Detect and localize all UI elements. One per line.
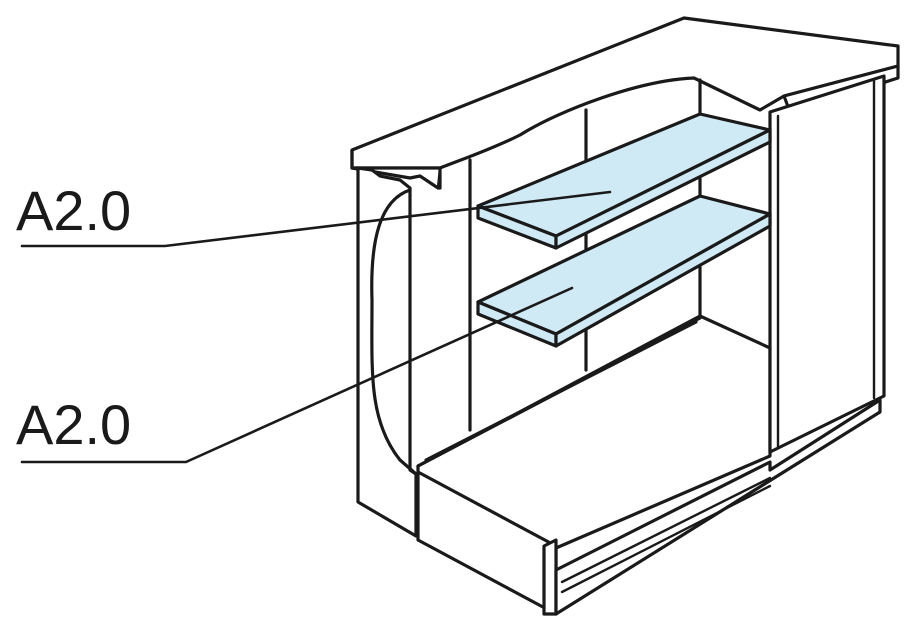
- lower-shelf: [476, 194, 772, 348]
- left-side-panel: [356, 166, 442, 538]
- leader-line-lower: [20, 286, 574, 464]
- callout-label-lower: A2.0: [16, 393, 131, 456]
- front-base: [416, 398, 882, 616]
- callout-upper: A2.0: [16, 179, 612, 248]
- leader-line-upper: [20, 190, 612, 248]
- callout-lower: A2.0: [16, 286, 574, 464]
- callout-label-upper: A2.0: [16, 179, 131, 242]
- upper-shelf: [476, 112, 772, 250]
- right-end-panel: [768, 74, 886, 454]
